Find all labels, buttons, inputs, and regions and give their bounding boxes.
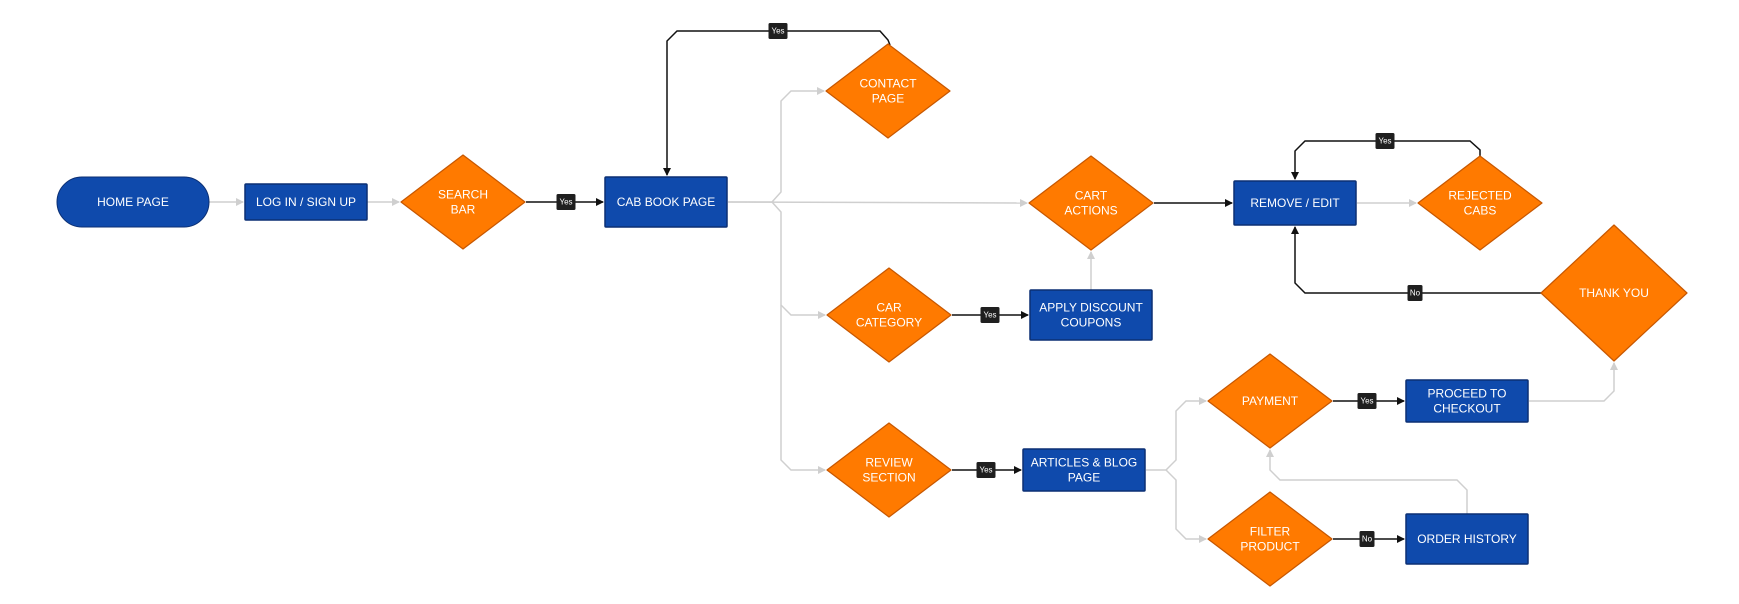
node-label-proceed: PROCEED TO xyxy=(1428,387,1507,401)
node-label-car: CATEGORY xyxy=(856,316,922,330)
node-label-rejected: CABS xyxy=(1464,204,1497,218)
svg-text:Yes: Yes xyxy=(1378,137,1391,146)
node-label-articles: PAGE xyxy=(1068,471,1100,485)
node-label-review: REVIEW xyxy=(865,456,913,470)
edge-label-review-to-articles: Yes xyxy=(976,462,996,478)
node-thankyou: THANK YOU xyxy=(1540,224,1688,362)
edge-label-filter-to-orders: No xyxy=(1359,531,1375,547)
node-label-cart: CART xyxy=(1075,189,1108,203)
svg-text:Yes: Yes xyxy=(979,466,992,475)
node-label-home: HOME PAGE xyxy=(97,195,169,209)
edge-articles-to-filter xyxy=(1165,469,1207,543)
node-label-discount: APPLY DISCOUNT xyxy=(1039,301,1143,315)
node-payment: PAYMENT xyxy=(1207,353,1333,449)
node-label-search: SEARCH xyxy=(438,188,488,202)
edge-label-payment-to-proceed: Yes xyxy=(1357,393,1377,409)
edge-cab-to-contact xyxy=(728,87,825,203)
node-label-car: CAR xyxy=(876,301,902,315)
node-label-cab: CAB BOOK PAGE xyxy=(617,195,715,209)
edge-proceed-to-thankyou xyxy=(1529,362,1618,402)
edge-label-contact-to-cab: Yes xyxy=(768,23,788,39)
node-label-filter: FILTER xyxy=(1250,525,1291,539)
node-orders: ORDER HISTORY xyxy=(1405,513,1529,565)
edge-cab-to-cart xyxy=(727,198,1028,207)
svg-text:Yes: Yes xyxy=(983,311,996,320)
svg-text:Yes: Yes xyxy=(1360,397,1373,406)
node-label-articles: ARTICLES & BLOG xyxy=(1031,456,1137,470)
node-label-proceed: CHECKOUT xyxy=(1433,402,1501,416)
node-label-search: BAR xyxy=(451,203,476,217)
edge-label-search-to-cab: Yes xyxy=(556,194,576,210)
svg-text:Yes: Yes xyxy=(771,27,784,36)
node-login: LOG IN / SIGN UP xyxy=(244,183,368,221)
node-label-cart: ACTIONS xyxy=(1064,204,1117,218)
node-label-rejected: REJECTED xyxy=(1448,189,1512,203)
edge-articles-to-payment xyxy=(1146,397,1207,471)
node-home: HOME PAGE xyxy=(56,176,210,228)
node-label-orders: ORDER HISTORY xyxy=(1417,532,1517,546)
node-label-contact: CONTACT xyxy=(859,77,917,91)
node-label-login: LOG IN / SIGN UP xyxy=(256,195,356,209)
node-label-contact: PAGE xyxy=(872,92,904,106)
svg-text:No: No xyxy=(1362,535,1373,544)
node-label-review: SECTION xyxy=(862,471,915,485)
svg-text:Yes: Yes xyxy=(559,198,572,207)
svg-text:No: No xyxy=(1410,289,1421,298)
node-label-payment: PAYMENT xyxy=(1242,394,1299,408)
node-remove: REMOVE / EDIT xyxy=(1233,180,1357,226)
node-label-filter: PRODUCT xyxy=(1240,540,1300,554)
node-label-discount: COUPONS xyxy=(1061,316,1122,330)
edge-cab-to-review xyxy=(780,305,826,474)
edge-label-rejected-to-remove: Yes xyxy=(1375,133,1395,149)
edge-cab-to-car xyxy=(771,201,826,319)
edge-label-thankyou-to-remove: No xyxy=(1407,285,1423,301)
edge-thankyou-to-remove xyxy=(1291,226,1541,294)
edge-orders-to-payment xyxy=(1266,449,1468,514)
edge-label-car-to-discount: Yes xyxy=(980,307,1000,323)
node-label-thankyou: THANK YOU xyxy=(1579,286,1649,300)
node-label-remove: REMOVE / EDIT xyxy=(1250,196,1340,210)
node-cab: CAB BOOK PAGE xyxy=(604,176,728,228)
